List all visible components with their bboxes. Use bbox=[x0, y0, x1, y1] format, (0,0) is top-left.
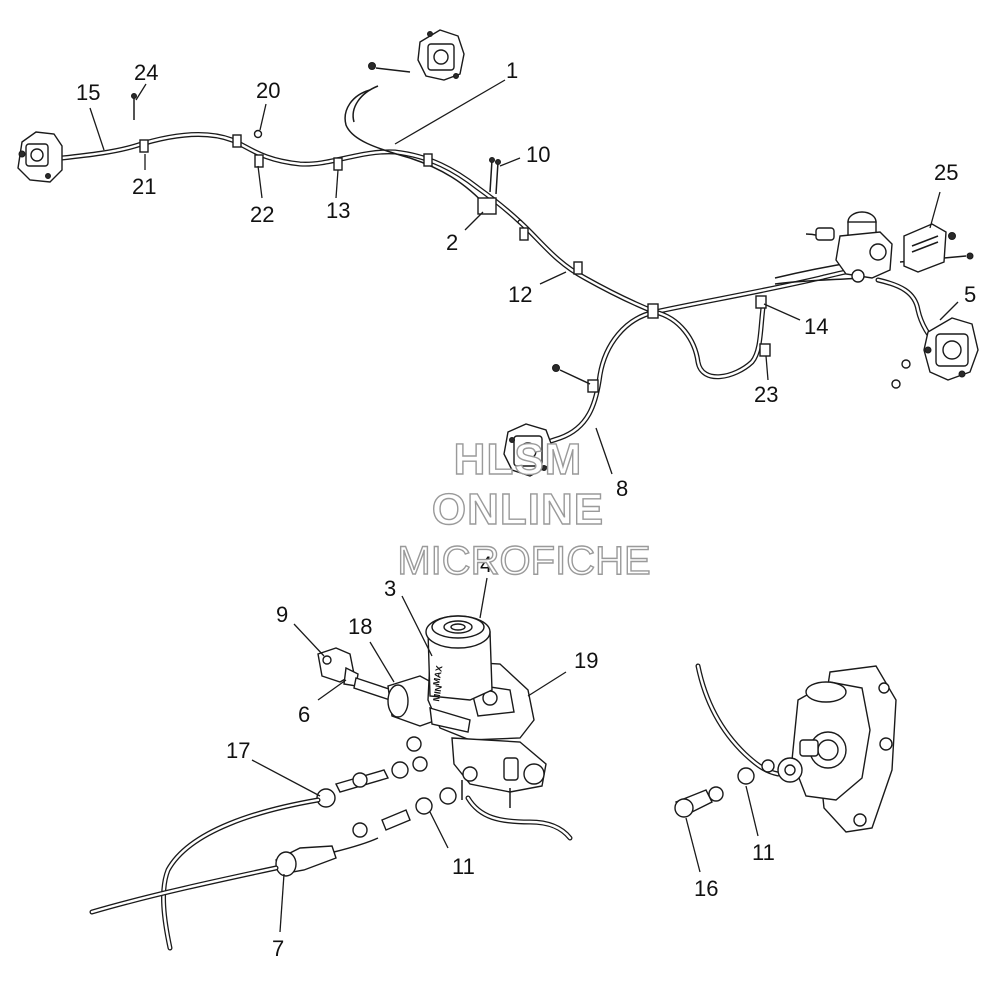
screw-front-line bbox=[559, 369, 591, 385]
callout-11-left: 11 bbox=[452, 854, 475, 879]
screw-25 bbox=[966, 252, 974, 260]
reservoir-min-label: MIN bbox=[431, 684, 444, 702]
clip-trunk bbox=[647, 303, 659, 319]
nut-25 bbox=[948, 232, 956, 240]
callout-2: 2 bbox=[446, 230, 458, 255]
callout-15: 15 bbox=[76, 80, 100, 105]
callout-18: 18 bbox=[348, 614, 372, 639]
brake-switch-7 bbox=[275, 851, 297, 877]
callout-4: 4 bbox=[480, 552, 492, 577]
callout-7: 7 bbox=[272, 936, 284, 961]
watermark-line-1: HLSM bbox=[454, 435, 583, 484]
bolt-10b bbox=[495, 161, 499, 195]
callout-17: 17 bbox=[226, 738, 250, 763]
master-cylinder-assembly: MAX MIN bbox=[89, 615, 573, 951]
pushrod-18 bbox=[353, 677, 393, 701]
caliper-detail-assembly bbox=[674, 663, 897, 833]
fitting-b bbox=[352, 822, 368, 838]
clip-22a bbox=[232, 134, 242, 148]
screw-20 bbox=[253, 129, 263, 139]
callout-21: 21 bbox=[132, 174, 156, 199]
rear-left-caliper bbox=[17, 131, 63, 183]
clip-12a bbox=[519, 227, 529, 241]
callout-12: 12 bbox=[508, 282, 532, 307]
callout-13: 13 bbox=[326, 198, 350, 223]
callout-8: 8 bbox=[616, 476, 628, 501]
bolt-10b-head bbox=[495, 159, 501, 165]
bolt-10a bbox=[489, 159, 493, 193]
line-clips bbox=[139, 134, 771, 393]
clip-8 bbox=[587, 379, 599, 393]
callout-16: 16 bbox=[694, 876, 718, 901]
clip-21 bbox=[139, 139, 149, 153]
callout-9: 9 bbox=[276, 602, 288, 627]
watermark: HLSM ONLINE MICROFICHE bbox=[397, 434, 652, 583]
callout-3: 3 bbox=[384, 576, 396, 601]
bolt-upper-caliper bbox=[368, 62, 376, 70]
banjo-bolt-16 bbox=[674, 798, 694, 818]
clip-12b bbox=[573, 261, 583, 275]
brake-line-harness bbox=[59, 85, 943, 451]
callout-14: 14 bbox=[804, 314, 828, 339]
clip-1 bbox=[423, 153, 433, 167]
callout-10: 10 bbox=[526, 142, 550, 167]
washer-11a bbox=[415, 797, 433, 815]
washer-c bbox=[439, 787, 457, 805]
washer-d bbox=[708, 786, 724, 802]
washer-b bbox=[412, 756, 428, 772]
clip-23 bbox=[759, 343, 771, 357]
leader-lines bbox=[89, 79, 959, 933]
fitting-a bbox=[352, 772, 368, 788]
front-right-caliper bbox=[923, 317, 979, 381]
bolt-10a-head bbox=[489, 157, 495, 163]
bolt-5a bbox=[901, 359, 911, 369]
washer-a bbox=[406, 736, 422, 752]
junction-block-2 bbox=[477, 197, 497, 215]
bolt-upper-line bbox=[375, 67, 411, 73]
watermark-line-2: ONLINE bbox=[432, 485, 604, 534]
bolt-5b bbox=[891, 379, 901, 389]
callout-20: 20 bbox=[256, 78, 280, 103]
banjo-bolt-17 bbox=[316, 788, 336, 808]
callout-24: 24 bbox=[134, 60, 158, 85]
clip-13 bbox=[333, 157, 343, 171]
bracket-25 bbox=[903, 223, 947, 273]
upper-master-cylinder bbox=[815, 211, 947, 283]
front-caliper bbox=[503, 423, 553, 477]
nut-a bbox=[391, 761, 409, 779]
callout-11-right: 11 bbox=[752, 840, 775, 865]
callout-5: 5 bbox=[964, 282, 976, 307]
washer-11b bbox=[737, 767, 755, 785]
callout-19: 19 bbox=[574, 648, 598, 673]
clip-14 bbox=[755, 295, 767, 309]
callout-labels: 1 2 3 4 5 6 7 8 9 10 11 11 12 13 14 15 1… bbox=[76, 58, 976, 961]
callout-22: 22 bbox=[250, 202, 274, 227]
screw-front bbox=[552, 364, 560, 372]
upper-rear-caliper bbox=[417, 29, 465, 81]
screw-24-head bbox=[131, 93, 137, 99]
callout-23: 23 bbox=[754, 382, 778, 407]
reservoir-max-label: MAX bbox=[431, 665, 444, 686]
clip-22b bbox=[254, 154, 264, 168]
watermark-line-3: MICROFICHE bbox=[397, 539, 650, 583]
callout-6: 6 bbox=[298, 702, 310, 727]
callout-25: 25 bbox=[934, 160, 958, 185]
callout-1: 1 bbox=[506, 58, 518, 83]
